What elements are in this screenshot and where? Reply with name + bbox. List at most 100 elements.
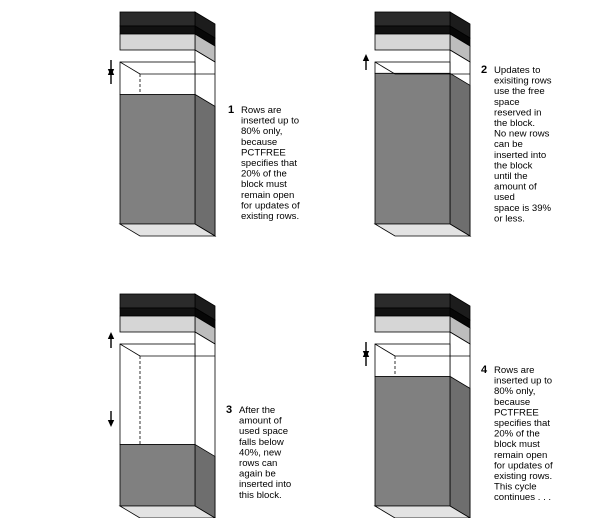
- used-space: [119, 444, 196, 507]
- caption-line: the block.: [494, 118, 535, 129]
- block-header-light: [374, 33, 451, 51]
- caption-line: can be: [494, 139, 523, 150]
- step-number: 2: [481, 64, 487, 76]
- data-block-3: [118, 293, 216, 518]
- caption-line: amount of: [239, 416, 282, 427]
- block-bottom: [118, 223, 217, 237]
- caption-line: Rows are: [241, 105, 282, 116]
- block-header-dark: [374, 293, 451, 309]
- caption-line: 20% of the: [241, 169, 287, 180]
- caption-line: block must: [494, 439, 540, 450]
- data-block-1: [118, 11, 217, 237]
- arrows-4: [362, 342, 370, 366]
- block-side-used: [194, 443, 216, 518]
- block-bottom: [373, 505, 471, 518]
- caption-line: After the: [239, 405, 275, 416]
- caption-line: PCTFREE: [241, 147, 286, 158]
- caption-line: inserted up to: [241, 116, 299, 127]
- arrows-1: [107, 60, 115, 84]
- free-space: [119, 343, 196, 445]
- step-number: 1: [228, 104, 234, 116]
- caption-line: the block: [494, 160, 533, 171]
- block-side-used: [194, 93, 216, 237]
- inner-edge: [374, 61, 396, 75]
- caption-line: continues . . .: [494, 492, 551, 503]
- block-header-middle: [119, 307, 196, 317]
- step-number: 4: [481, 364, 488, 376]
- data-block-2: [373, 11, 472, 237]
- inner-edge: [119, 343, 141, 357]
- caption-line: exisiting rows: [494, 76, 552, 87]
- caption-line: No new rows: [494, 129, 550, 140]
- caption-line: specifies that: [241, 158, 297, 169]
- used-space: [119, 94, 196, 225]
- caption-line: or less.: [494, 213, 525, 224]
- block-side-used: [449, 72, 471, 237]
- inner-edge: [374, 343, 396, 357]
- caption-line: 80% only,: [241, 126, 282, 137]
- caption-line: amount of: [494, 182, 537, 193]
- up-arrow-icon: [362, 54, 370, 61]
- data-block-4: [373, 293, 471, 518]
- caption-line: because: [494, 397, 530, 408]
- caption-line: until the: [494, 171, 528, 182]
- down-arrow-icon: [107, 420, 115, 427]
- caption-line: 40%, new: [239, 447, 281, 458]
- caption-line: used: [494, 192, 515, 203]
- caption-line: for updates of: [241, 200, 300, 211]
- caption-line: falls below: [239, 437, 284, 448]
- block-header-middle: [119, 25, 196, 35]
- arrows-3: [107, 332, 115, 427]
- caption-line: inserted into: [239, 479, 291, 490]
- block-header-dark: [119, 293, 196, 309]
- caption-line: existing rows.: [241, 211, 299, 222]
- up-arrow-icon: [362, 350, 370, 357]
- inner-edge: [119, 61, 141, 75]
- block-header-light: [374, 315, 451, 333]
- caption-line: 20% of the: [494, 429, 540, 440]
- caption-line: for updates of: [494, 460, 553, 471]
- caption-line: used space: [239, 426, 288, 437]
- caption-line: remain open: [241, 190, 294, 201]
- caption-line: remain open: [494, 450, 547, 461]
- block-bottom: [373, 223, 472, 237]
- step-number: 3: [226, 404, 232, 416]
- caption-line: space is 39%: [494, 203, 552, 214]
- caption-line: specifies that: [494, 418, 550, 429]
- caption-line: block must: [241, 179, 287, 190]
- free-space: [374, 343, 451, 377]
- block-header-middle: [374, 307, 451, 317]
- block-bottom: [118, 505, 216, 518]
- block-header-dark: [119, 11, 196, 27]
- block-header-light: [119, 315, 196, 333]
- caption-line: this block.: [239, 490, 282, 501]
- block-header-light: [119, 33, 196, 51]
- used-space: [374, 72, 451, 225]
- caption-line: reserved in: [494, 107, 541, 118]
- used-space: [374, 376, 451, 507]
- caption-line: PCTFREE: [494, 407, 539, 418]
- free-space: [119, 61, 196, 95]
- block-header-dark: [374, 11, 451, 27]
- caption-line: Updates to: [494, 65, 540, 76]
- caption-line: 80% only,: [494, 386, 535, 397]
- caption-line: inserted up to: [494, 376, 552, 387]
- free-space: [374, 61, 451, 74]
- caption-line: existing rows.: [494, 471, 552, 482]
- arrows-2: [362, 54, 370, 70]
- caption-line: rows can: [239, 458, 277, 469]
- caption-line: again be: [239, 469, 276, 480]
- up-arrow-icon: [107, 332, 115, 339]
- caption-line: Rows are: [494, 365, 535, 376]
- up-arrow-icon: [107, 68, 115, 75]
- caption-line: This cycle: [494, 482, 537, 493]
- block-side-used: [449, 375, 471, 518]
- caption-line: inserted into: [494, 150, 546, 161]
- caption-line: because: [241, 137, 277, 148]
- caption-line: use the free: [494, 86, 545, 97]
